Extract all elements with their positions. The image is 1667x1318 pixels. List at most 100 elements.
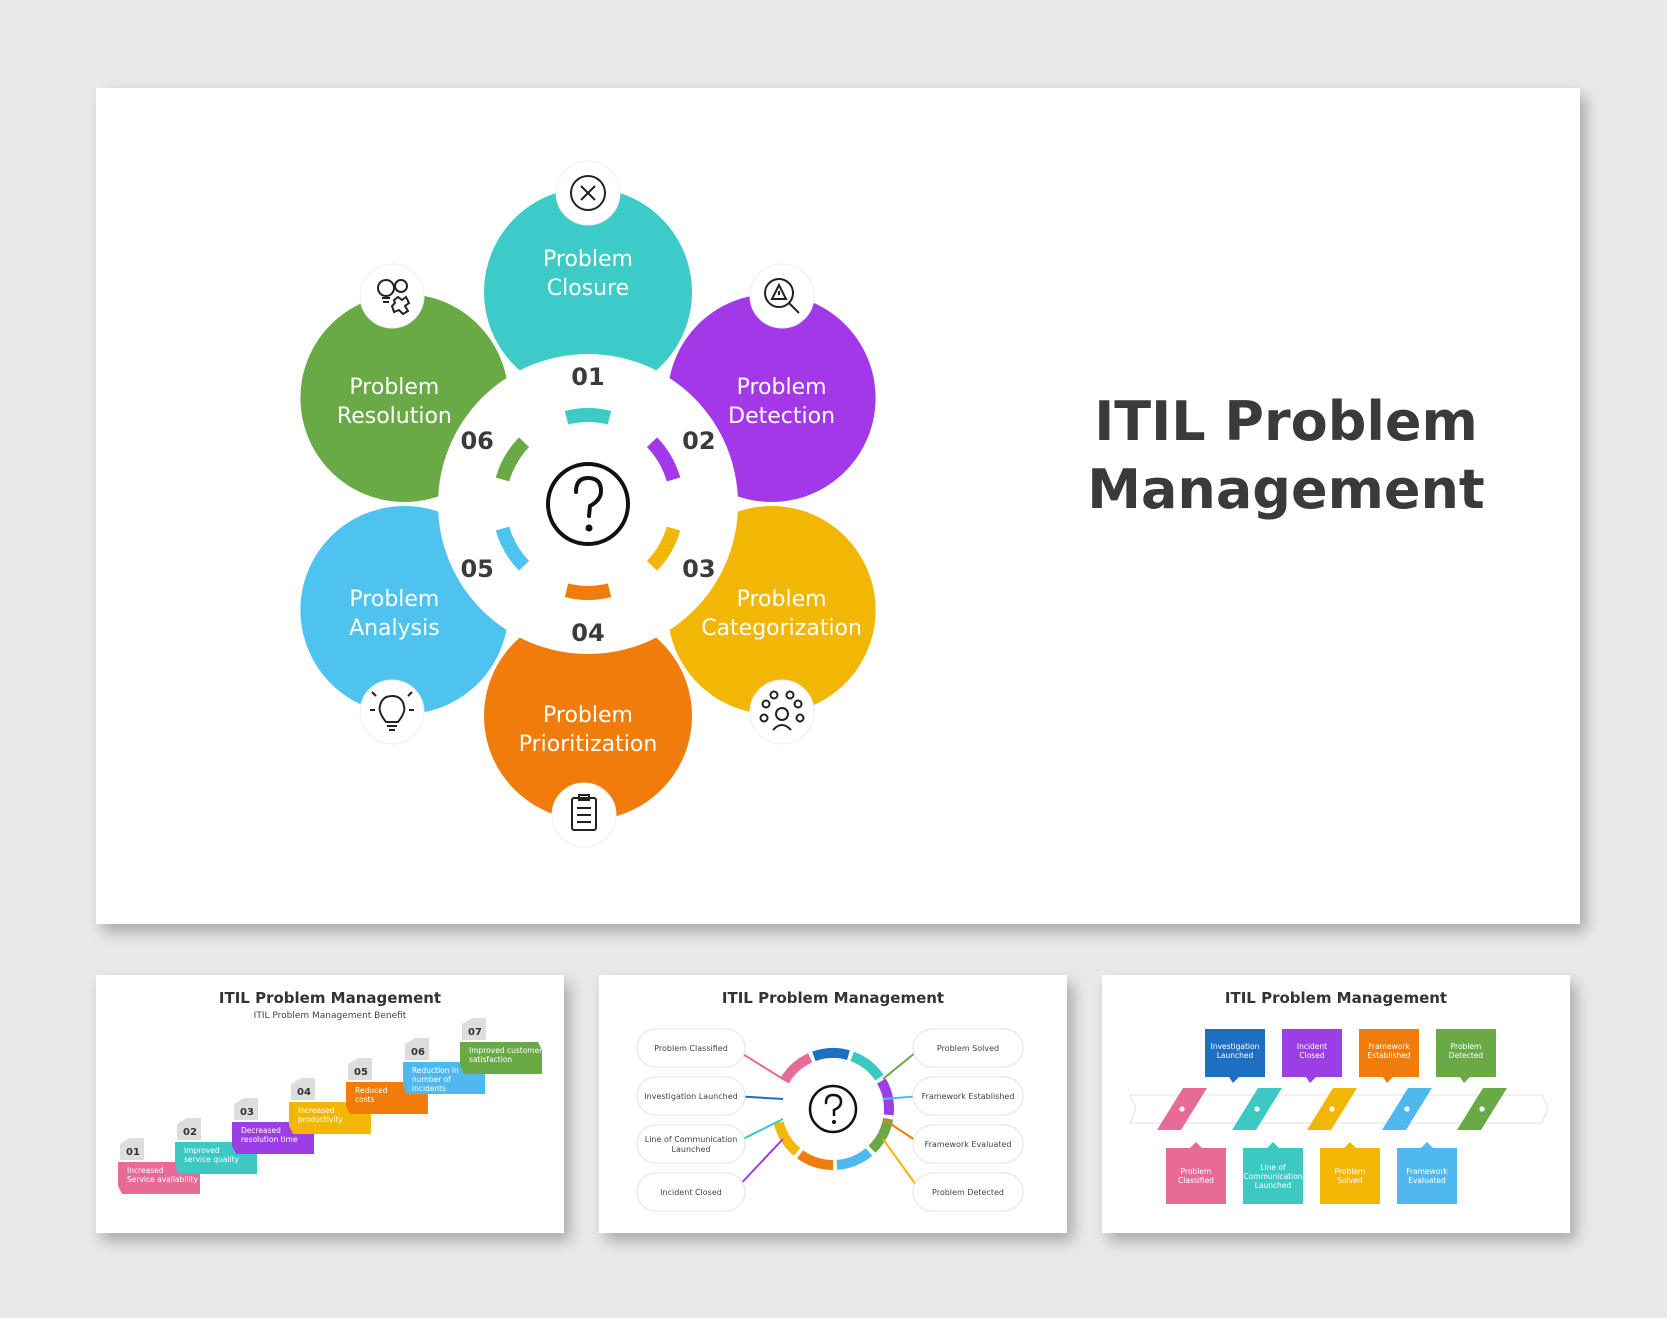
benefit-step-line1: Reduced xyxy=(355,1086,388,1095)
petal-label-line2: Resolution xyxy=(337,404,452,429)
mindmap-left-label: Investigation Launched xyxy=(644,1092,737,1101)
benefit-step-line2: resolution time xyxy=(241,1135,298,1144)
timeline-dot xyxy=(1479,1106,1485,1112)
benefit-step-line1: Reduction in xyxy=(412,1066,459,1075)
mindmap-right-label: Problem Solved xyxy=(937,1044,999,1053)
benefit-step-number: 01 xyxy=(126,1147,140,1158)
cycle-diagram: 010203040506ProblemClosureProblemDetecti… xyxy=(300,160,876,848)
mindmap-left-label: Problem Classified xyxy=(654,1044,728,1053)
petal-label-line1: Problem xyxy=(737,375,827,400)
mindmap-center xyxy=(785,1061,881,1157)
benefit-step-box xyxy=(460,1042,542,1074)
step-number-04: 04 xyxy=(571,619,604,647)
mindmap-arc xyxy=(836,1147,873,1170)
mindmap-arc xyxy=(877,1078,894,1116)
timeline-dot xyxy=(1404,1106,1410,1112)
main-title: ITIL Problem Management xyxy=(1087,390,1485,521)
timeline-top-line1: Investigation xyxy=(1211,1042,1260,1051)
thumb1-title: ITIL Problem Management xyxy=(218,989,442,1007)
petal-label-line1: Problem xyxy=(349,587,439,612)
step-number-06: 06 xyxy=(460,427,493,455)
thumb2-title: ITIL Problem Management xyxy=(721,989,945,1007)
mindmap-arc xyxy=(868,1117,894,1153)
mindmap-left-label: Incident Closed xyxy=(660,1188,722,1197)
mindmap-right-item: Framework Evaluated xyxy=(882,1118,1024,1164)
timeline-dot xyxy=(1254,1106,1260,1112)
timeline-top-line2: Detected xyxy=(1449,1051,1484,1060)
timeline-bottom-line1: Problem xyxy=(1335,1167,1366,1176)
thumbnail-slide-benefits[interactable]: ITIL Problem Management ITIL Problem Man… xyxy=(96,975,564,1233)
petal-label-line2: Closure xyxy=(547,276,629,301)
ring-arc-06 xyxy=(495,437,531,483)
thumbnail-slide-mindmap[interactable]: ITIL Problem Management Problem Classifi… xyxy=(599,975,1067,1233)
timeline-diagram: InvestigationLaunchedIncidentClosedFrame… xyxy=(1129,1029,1549,1204)
timeline-top-line2: Launched xyxy=(1217,1051,1254,1060)
benefit-step-line1: Improved customer xyxy=(469,1046,543,1055)
petal-label-line1: Problem xyxy=(349,375,439,400)
timeline-bottom-line2: Solved xyxy=(1337,1176,1362,1185)
mindmap-right-item: Problem Solved xyxy=(882,1028,1024,1080)
petal-label-line2: Prioritization xyxy=(519,732,658,757)
timeline-bottom-line2: Classified xyxy=(1178,1176,1214,1185)
mindmap-left-label: Line of Communication xyxy=(645,1135,738,1144)
timeline-top-cards: InvestigationLaunchedIncidentClosedFrame… xyxy=(1205,1029,1496,1083)
benefit-step-number: 03 xyxy=(240,1107,254,1118)
mindmap-right-label: Framework Established xyxy=(922,1092,1015,1101)
mindmap-right-item: Framework Established xyxy=(882,1076,1024,1116)
benefit-step-number: 07 xyxy=(468,1027,482,1038)
petal-label-line1: Problem xyxy=(737,587,827,612)
mindmap-arc xyxy=(812,1048,850,1062)
timeline-top-line2: Established xyxy=(1367,1051,1410,1060)
mindmap-arc xyxy=(850,1051,884,1081)
step-number-05: 05 xyxy=(460,555,493,583)
petal-label-line2: Analysis xyxy=(349,616,440,641)
benefit-step-line2: productivity xyxy=(298,1115,343,1124)
question-mark-icon xyxy=(546,462,630,546)
benefit-step-line1: Increased xyxy=(298,1106,335,1115)
thumb3-title: ITIL Problem Management xyxy=(1224,989,1448,1007)
step-number-03: 03 xyxy=(682,555,715,583)
timeline-bottom-line1: Problem xyxy=(1181,1167,1212,1176)
benefit-step-number: 05 xyxy=(354,1067,368,1078)
petal-label-line1: Problem xyxy=(543,703,633,728)
question-mark-icon xyxy=(808,1084,858,1134)
petal-label-line1: Problem xyxy=(543,247,633,272)
lightbulb-icon xyxy=(359,679,425,745)
benefit-step-line2: costs xyxy=(355,1095,375,1104)
benefit-step-line2: satisfaction xyxy=(469,1055,512,1064)
mindmap-left-item: Investigation Launched xyxy=(636,1076,784,1116)
ring-arc-03 xyxy=(645,525,681,571)
timeline-dot xyxy=(1329,1106,1335,1112)
mindmap-right-label: Framework Evaluated xyxy=(925,1140,1012,1149)
benefit-step-line2: Service availability xyxy=(127,1175,198,1184)
mindmap-left-item: Incident Closed xyxy=(636,1138,784,1212)
timeline-bottom-line2: Evaluated xyxy=(1408,1176,1446,1185)
benefit-step-number: 02 xyxy=(183,1127,197,1138)
mindmap-right-item: Problem Detected xyxy=(882,1138,1024,1212)
mindmap-left-item: Problem Classified xyxy=(636,1028,784,1080)
mindmap-arc xyxy=(773,1121,801,1156)
mindmap-arc xyxy=(780,1053,813,1084)
timeline-bottom-line3: Launched xyxy=(1255,1181,1292,1190)
petal-label-line2: Detection xyxy=(728,404,835,429)
thumb1-subtitle: ITIL Problem Management Benefit xyxy=(253,1011,407,1021)
center-disc xyxy=(506,422,670,586)
mindmap-left-label-2: Launched xyxy=(672,1145,711,1154)
timeline-top-line1: Incident xyxy=(1297,1042,1327,1051)
timeline-bottom-line2: Communication xyxy=(1243,1172,1302,1181)
idea-gears-icon xyxy=(359,263,425,329)
